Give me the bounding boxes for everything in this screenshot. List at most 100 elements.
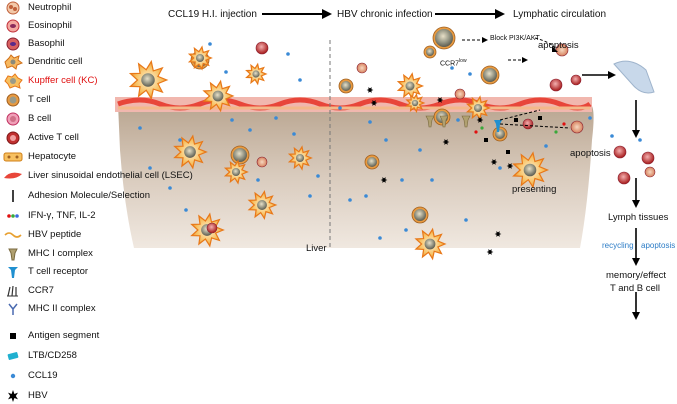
ccl19-dot — [230, 118, 234, 122]
ccl19-icon — [10, 373, 16, 379]
hbv-peptide-icon — [4, 232, 22, 238]
t-cell-icon — [6, 93, 20, 107]
cytokine-icon — [7, 214, 19, 218]
legend-label: HBV — [28, 390, 48, 401]
legend-item: Antigen segment — [0, 328, 140, 344]
kupffer-cell — [245, 62, 268, 86]
ccl19-dot — [638, 138, 642, 142]
mhc-ii-icon — [8, 303, 18, 315]
antigen-segment — [538, 116, 542, 120]
ccl19-dot — [464, 218, 468, 222]
ccl19-dot — [468, 72, 472, 76]
ccl19-dot — [404, 228, 408, 232]
active-t-cell — [613, 145, 627, 159]
ltb-cd258-icon — [7, 352, 19, 360]
cytokine-dot — [562, 122, 566, 126]
kupffer-cell — [173, 134, 208, 170]
legend-label: CCR7 — [28, 285, 54, 296]
legend-item: MHC II complex — [0, 301, 140, 317]
neutrophil-icon — [6, 1, 20, 15]
kupffer-cell — [396, 72, 425, 100]
lymph-vessel — [613, 60, 655, 94]
t-cell-receptor — [494, 120, 502, 132]
ccl19-dot — [138, 126, 142, 130]
legend-item: T cell receptor — [0, 264, 140, 280]
ccl19-dot — [498, 166, 502, 170]
t-cell — [230, 145, 250, 165]
active-t-cell — [641, 151, 655, 165]
kupffer-cell — [187, 45, 213, 71]
legend-item: HBV peptide — [0, 227, 140, 243]
ccl19-dot — [148, 166, 152, 170]
active-t-cell — [356, 62, 368, 74]
legend-item: LTB/CD258 — [0, 348, 140, 364]
tcr-icon — [8, 267, 18, 278]
legend-label: Basophil — [28, 38, 65, 49]
cytokine-dot — [480, 126, 484, 130]
antigen-segment — [484, 138, 488, 142]
legend-item: Neutrophil — [0, 0, 140, 16]
presenting-label: presenting — [512, 184, 557, 195]
hbv-particle — [494, 231, 502, 237]
active-t-cell — [644, 166, 656, 178]
legend-label: B cell — [28, 113, 52, 124]
kupffer-cell — [247, 189, 278, 221]
lymph-tissues-label: Lymph tissues — [608, 212, 669, 223]
cytokine-dot — [554, 130, 558, 134]
basophil-icon — [6, 37, 20, 51]
ccl19-dot — [368, 120, 372, 124]
ccl19-dot — [384, 138, 388, 142]
ccl19-dot — [588, 116, 592, 120]
cytokine-dot — [474, 130, 478, 134]
hbv-particle — [436, 97, 444, 103]
legend-item: CCR7 — [0, 283, 140, 299]
ccl19-dot — [316, 174, 320, 178]
legend-item: HBV — [0, 388, 140, 404]
legend-label: Adhesion Molecule/Selection — [28, 190, 150, 201]
hbv-icon — [8, 390, 18, 402]
active-t-cell — [522, 118, 534, 130]
hepatocyte-icon — [3, 152, 23, 162]
b-cell-icon — [6, 112, 20, 126]
kupffer-cell — [287, 145, 313, 171]
legend-label: CCL19 — [28, 370, 58, 381]
legend-item: MHC I complex — [0, 246, 140, 262]
antigen-segment-icon — [10, 333, 16, 339]
mhc-i-complex — [425, 115, 435, 128]
ccr7-low-sup: low — [459, 58, 467, 64]
ccl19-dot — [450, 66, 454, 70]
hbv-particle — [490, 159, 498, 165]
ccl19-dot — [456, 118, 460, 122]
active-t-cell — [255, 41, 269, 55]
block-pi3k-akt-label: Block PI3K/AKT — [490, 35, 540, 42]
ccl19-dot — [224, 70, 228, 74]
mhc-i-complex — [461, 115, 471, 128]
t-cell — [364, 154, 380, 170]
ccl19-dot — [184, 208, 188, 212]
t-cell — [492, 126, 508, 142]
legend-label: Hepatocyte — [28, 151, 77, 162]
legend-label: MHC II complex — [28, 303, 96, 314]
legend-label: Dendritic cell — [28, 56, 83, 67]
lsec-icon — [4, 172, 22, 179]
kupffer-cell — [414, 227, 447, 261]
legend-item: T cell — [0, 92, 140, 108]
kupffer-cell — [202, 79, 235, 113]
legend-item: Active T cell — [0, 130, 140, 146]
legend-label: Eosinophil — [28, 20, 72, 31]
eosinophil-icon — [6, 19, 20, 33]
adhesion-molecule-icon — [12, 190, 14, 202]
kupffer-cell — [512, 151, 550, 189]
legend-label: Liver sinusoidal endothelial cell (LSEC) — [28, 170, 193, 181]
ccl19-dot — [544, 144, 548, 148]
ccl19-dot — [610, 134, 614, 138]
active-t-cell — [549, 78, 563, 92]
legend-item: B cell — [0, 111, 140, 127]
memory-effect-label: memory/effect — [606, 270, 667, 281]
kupffer-cell — [223, 159, 249, 185]
kupffer-cell — [405, 92, 426, 114]
ccl19-dot — [400, 178, 404, 182]
